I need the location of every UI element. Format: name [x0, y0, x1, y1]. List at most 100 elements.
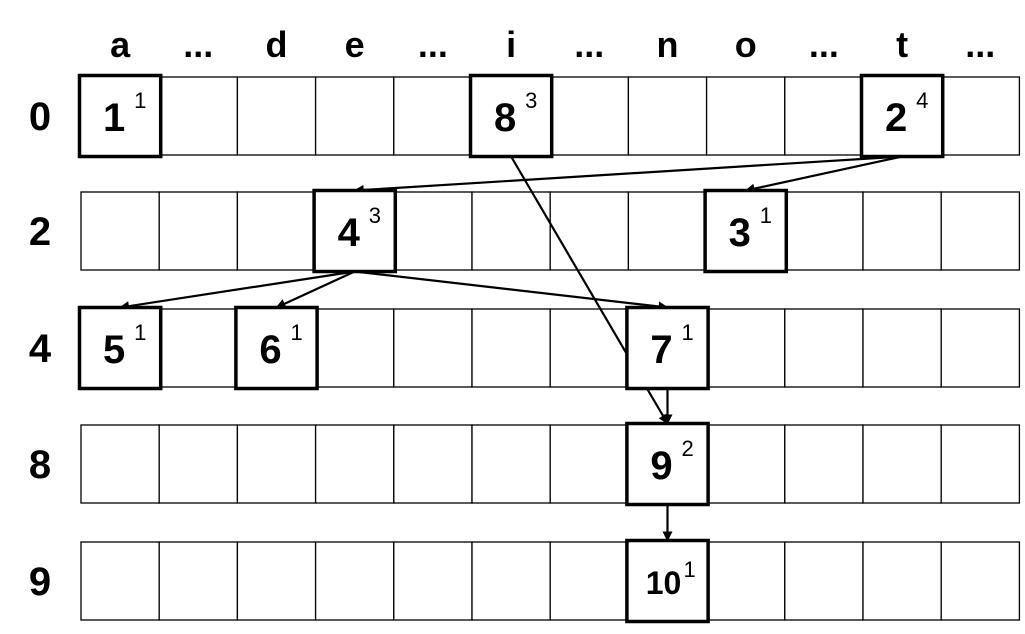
node-value: 2 — [885, 96, 907, 140]
row-label: 2 — [29, 210, 51, 254]
node-box — [703, 188, 789, 274]
array-cell — [314, 76, 395, 156]
column-label: ... — [809, 24, 839, 65]
node-superscript: 3 — [369, 203, 381, 228]
node-value: 8 — [494, 96, 516, 140]
column-label: ... — [418, 24, 448, 65]
array-cell — [80, 191, 160, 271]
node-box — [312, 188, 398, 274]
column-label: i — [506, 24, 516, 65]
array-cell — [705, 76, 786, 156]
array-row — [80, 308, 1021, 388]
array-cell — [940, 308, 1021, 388]
array-cell — [549, 541, 630, 621]
array-cell — [940, 191, 1021, 271]
node-superscript: 1 — [291, 320, 303, 345]
array-cell — [471, 308, 551, 388]
array-cell — [314, 424, 395, 504]
column-label: n — [657, 24, 679, 65]
column-label: ... — [183, 24, 213, 65]
column-label: ... — [965, 24, 995, 65]
node-value: 6 — [259, 328, 281, 372]
array-cell — [471, 424, 551, 504]
array-cell — [862, 308, 942, 388]
array-cell — [862, 191, 942, 271]
array-cell — [862, 424, 942, 504]
array-cell — [236, 191, 317, 271]
array-cell — [158, 191, 239, 271]
array-cell — [158, 308, 239, 388]
node-value: 1 — [103, 96, 125, 140]
row-label: 0 — [29, 95, 51, 139]
array-cell — [705, 424, 786, 504]
array-cell — [627, 76, 708, 156]
node-value: 4 — [338, 211, 361, 255]
node-box — [625, 538, 710, 624]
array-row — [80, 541, 1021, 621]
edge-arrow — [353, 155, 903, 195]
column-label: t — [896, 24, 908, 65]
column-label: a — [110, 24, 131, 65]
array-cell — [393, 541, 473, 621]
array-cell — [549, 191, 630, 271]
node-value: 10 — [646, 565, 682, 601]
array-row — [80, 424, 1021, 504]
array-cell — [471, 541, 551, 621]
column-label: o — [735, 24, 757, 65]
array-cell — [940, 541, 1021, 621]
row-label: 9 — [29, 560, 51, 604]
node-superscript: 4 — [916, 88, 928, 113]
array-row — [80, 191, 1021, 271]
array-cell — [314, 308, 395, 388]
array-cell — [236, 541, 317, 621]
array-cell — [862, 541, 942, 621]
node-box — [77, 73, 163, 159]
array-cell — [940, 76, 1021, 156]
array-cell — [784, 424, 864, 504]
array-cell — [705, 308, 786, 388]
row-label: 4 — [29, 327, 52, 371]
array-cell — [705, 541, 786, 621]
node-superscript: 1 — [760, 203, 772, 228]
node-superscript: 1 — [682, 320, 694, 345]
edge-arrow — [275, 270, 356, 309]
array-cell — [80, 541, 160, 621]
array-cell — [393, 191, 473, 271]
node-superscript: 1 — [134, 88, 146, 113]
node-superscript: 1 — [684, 557, 696, 582]
array-cell — [784, 76, 864, 156]
column-label: e — [345, 24, 365, 65]
array-cell — [784, 308, 864, 388]
node-superscript: 3 — [525, 88, 537, 113]
array-cell — [549, 308, 630, 388]
node-box — [625, 421, 710, 507]
column-label: ... — [574, 24, 604, 65]
array-cell — [784, 541, 864, 621]
array-cell — [80, 424, 160, 504]
node-box — [468, 73, 554, 159]
edge-arrow — [119, 270, 355, 312]
array-cell — [158, 76, 239, 156]
array-cell — [627, 191, 708, 271]
node-value: 7 — [650, 328, 672, 372]
array-cell — [236, 424, 317, 504]
array-cell — [393, 308, 473, 388]
array-cell — [549, 424, 630, 504]
edge-arrow — [744, 155, 903, 194]
node-superscript: 1 — [134, 320, 146, 345]
array-cell — [393, 76, 473, 156]
array-cell — [471, 191, 551, 271]
node-value: 9 — [650, 444, 672, 488]
array-cell — [940, 424, 1021, 504]
